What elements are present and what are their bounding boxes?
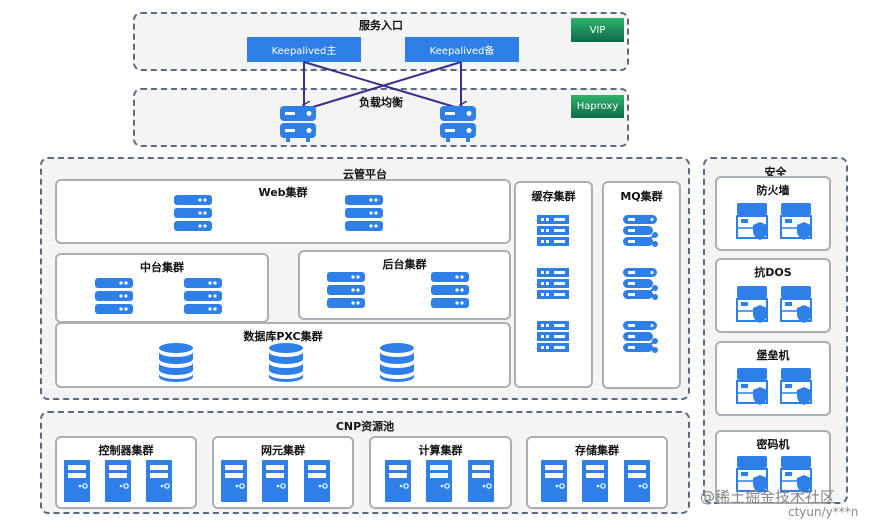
storage-server-icon [582, 460, 608, 506]
cloud-platform-title: 云管平台 [343, 168, 387, 181]
anti-dos-icon [780, 285, 812, 327]
keepalived-backup: Keepalived备 [405, 37, 519, 62]
controller-server-icon [146, 460, 172, 506]
web-server-icon [344, 194, 384, 236]
compute-server-icon [385, 460, 411, 506]
watermark-line2: ctyun/y***n [788, 505, 859, 519]
middle-cluster-title: 中台集群 [140, 261, 184, 274]
database-icon [379, 342, 415, 386]
network-server-icon [304, 460, 330, 506]
pxc-cluster-title: 数据库PXC集群 [243, 330, 323, 343]
firewall-icon [736, 202, 768, 244]
mq-server-icon [623, 215, 659, 251]
mq-server-icon [623, 268, 659, 304]
haproxy-badge: Haproxy [571, 95, 624, 118]
bastion-icon [736, 367, 768, 409]
anti-dos-icon [736, 285, 768, 327]
crypto-icon [780, 455, 812, 497]
controller-title: 控制器集群 [98, 444, 154, 457]
anti-dos-title: 抗DOS [754, 266, 792, 279]
middle-server-icon [94, 277, 134, 319]
middle-server-icon [183, 277, 223, 319]
cross-line-backup [312, 61, 462, 108]
storage-title: 存储集群 [575, 444, 619, 457]
web-server-icon [173, 194, 213, 236]
watermark-line1: @稀土掘金技术社区 [700, 488, 836, 506]
vip-badge: VIP [571, 18, 624, 42]
compute-server-icon [426, 460, 452, 506]
backend-cluster: 后台集群 [298, 250, 511, 320]
compute-title: 计算集群 [418, 444, 463, 457]
compute-server-icon [468, 460, 494, 506]
crypto-icon [736, 455, 768, 497]
security-title: 安全 [764, 166, 787, 179]
lb-server-icon [278, 104, 318, 146]
firewall-icon [780, 202, 812, 244]
backend-cluster-title: 后台集群 [382, 258, 427, 271]
controller-server-icon [64, 460, 90, 506]
mq-cluster-title: MQ集群 [620, 190, 663, 203]
mq-server-icon [623, 321, 659, 357]
web-cluster-title: Web集群 [258, 186, 308, 199]
load-balance-zone: 负载均衡 [133, 88, 629, 147]
bastion-title: 堡垒机 [756, 349, 790, 362]
bastion-icon [780, 367, 812, 409]
storage-server-icon [541, 460, 567, 506]
service-entry-zone: 服务入口 [133, 12, 629, 71]
lb-server-icon [438, 104, 478, 146]
network-server-icon [262, 460, 288, 506]
cache-server-icon [537, 321, 569, 357]
keepalived-primary: Keepalived主 [247, 37, 361, 62]
backend-server-icon [430, 271, 470, 313]
network-server-icon [221, 460, 247, 506]
database-icon [268, 342, 304, 386]
cross-line-primary [303, 61, 456, 108]
storage-server-icon [624, 460, 650, 506]
firewall-title: 防火墙 [756, 184, 790, 197]
cnp-title: CNP资源池 [335, 420, 395, 433]
cache-server-icon [537, 215, 569, 251]
load-balance-title: 负载均衡 [359, 96, 403, 109]
network-title: 网元集群 [261, 444, 305, 457]
backend-server-icon [326, 271, 366, 313]
cache-server-icon [537, 268, 569, 304]
cache-cluster-title: 缓存集群 [531, 190, 576, 203]
pxc-cluster: 数据库PXC集群 [55, 322, 511, 388]
service-entry-title: 服务入口 [359, 19, 403, 32]
database-icon [158, 342, 194, 386]
middle-cluster: 中台集群 [55, 253, 269, 323]
crypto-title: 密码机 [756, 438, 790, 451]
web-cluster: Web集群 [55, 179, 511, 244]
controller-server-icon [105, 460, 131, 506]
